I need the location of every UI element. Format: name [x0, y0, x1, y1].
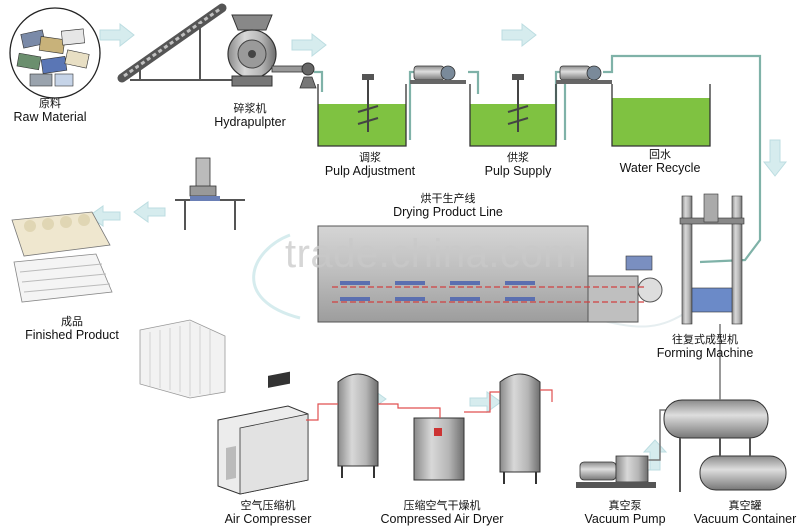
flow-arrow-icon: [291, 32, 327, 58]
pump-icon: [410, 65, 466, 84]
label-en: Pulp Supply: [484, 164, 552, 178]
label-pulp-supply: 供浆 Pulp Supply: [468, 151, 568, 179]
label-zh: 压缩空气干燥机: [403, 499, 481, 512]
label-zh: 往复式成型机: [672, 333, 738, 346]
label-zh: 原料: [39, 97, 61, 110]
label-hydrapulpter: 碎浆机 Hydrapulpter: [200, 102, 300, 130]
label-drying-line: 烘干生产线 Drying Product Line: [378, 192, 518, 220]
label-finished-product: 成品 Finished Product: [12, 315, 132, 343]
flow-arrow-icon: [133, 201, 166, 223]
label-zh: 烘干生产线: [420, 192, 476, 205]
panel-stack-illustration: [139, 319, 226, 399]
label-air-compressor: 空气压缩机 Air Compresser: [213, 499, 323, 527]
air-pipes: [306, 389, 553, 421]
flow-arrow-icon: [99, 22, 135, 48]
air-compressor-illustration: [217, 371, 309, 495]
air-receiver-tank-illustration: [499, 373, 541, 484]
label-raw-material: 原料 Raw Material: [10, 97, 90, 125]
return-flow-curve: [252, 233, 301, 320]
egg-tray-stack-illustration: [11, 211, 113, 303]
tank-pulp-adjustment: [317, 74, 407, 147]
label-air-dryer: 压缩空气干燥机 Compressed Air Dryer: [367, 499, 517, 527]
air-receiver-tank-illustration: [337, 373, 379, 478]
forming-machine-illustration: [625, 193, 745, 325]
flow-arrow-icon: [469, 391, 502, 413]
label-water-recycle: 回水 Water Recycle: [605, 148, 715, 176]
label-en: Raw Material: [13, 110, 87, 124]
label-en: Vacuum Pump: [584, 512, 666, 526]
label-en: Finished Product: [25, 328, 119, 342]
label-vacuum-pump: 真空泵 Vacuum Pump: [575, 499, 675, 527]
label-forming-machine: 往复式成型机 Forming Machine: [645, 333, 765, 361]
transfer-press-illustration: [175, 157, 245, 230]
label-zh: 调浆: [359, 151, 381, 164]
tank-pulp-supply: [469, 74, 557, 147]
label-zh: 碎浆机: [233, 102, 267, 115]
label-vacuum-container: 真空罐 Vacuum Container: [690, 500, 800, 526]
label-en: Vacuum Container: [693, 512, 797, 526]
label-zh: 空气压缩机: [240, 499, 296, 512]
label-en: Compressed Air Dryer: [380, 512, 504, 526]
label-en: Forming Machine: [656, 346, 754, 360]
watermark: trade.china.com: [285, 232, 578, 276]
label-zh: 真空罐: [728, 500, 762, 512]
label-zh: 真空泵: [608, 499, 642, 512]
label-en: Air Compresser: [224, 512, 312, 526]
label-en: Water Recycle: [619, 161, 701, 175]
raw-material-illustration: [9, 7, 101, 99]
label-zh: 供浆: [507, 151, 529, 164]
vacuum-pump-illustration: [576, 409, 672, 488]
return-flow-curve: [599, 309, 691, 328]
label-en: Drying Product Line: [393, 205, 503, 219]
drying-oven-illustration: [317, 225, 663, 323]
label-zh: 成品: [61, 315, 83, 328]
pump-icon: [556, 65, 612, 84]
vacuum-container-illustration: [663, 324, 787, 492]
label-zh: 回水: [649, 148, 671, 161]
air-dryer-illustration: [413, 417, 465, 481]
flow-arrow-icon: [501, 22, 537, 48]
flow-arrow-icon: [762, 139, 788, 177]
tank-water-recycle: [611, 84, 711, 147]
label-en: Hydrapulpter: [214, 115, 286, 129]
label-en: Pulp Adjustment: [324, 164, 416, 178]
label-pulp-adjustment: 调浆 Pulp Adjustment: [310, 151, 430, 179]
hydrapulper-illustration: [117, 3, 317, 89]
